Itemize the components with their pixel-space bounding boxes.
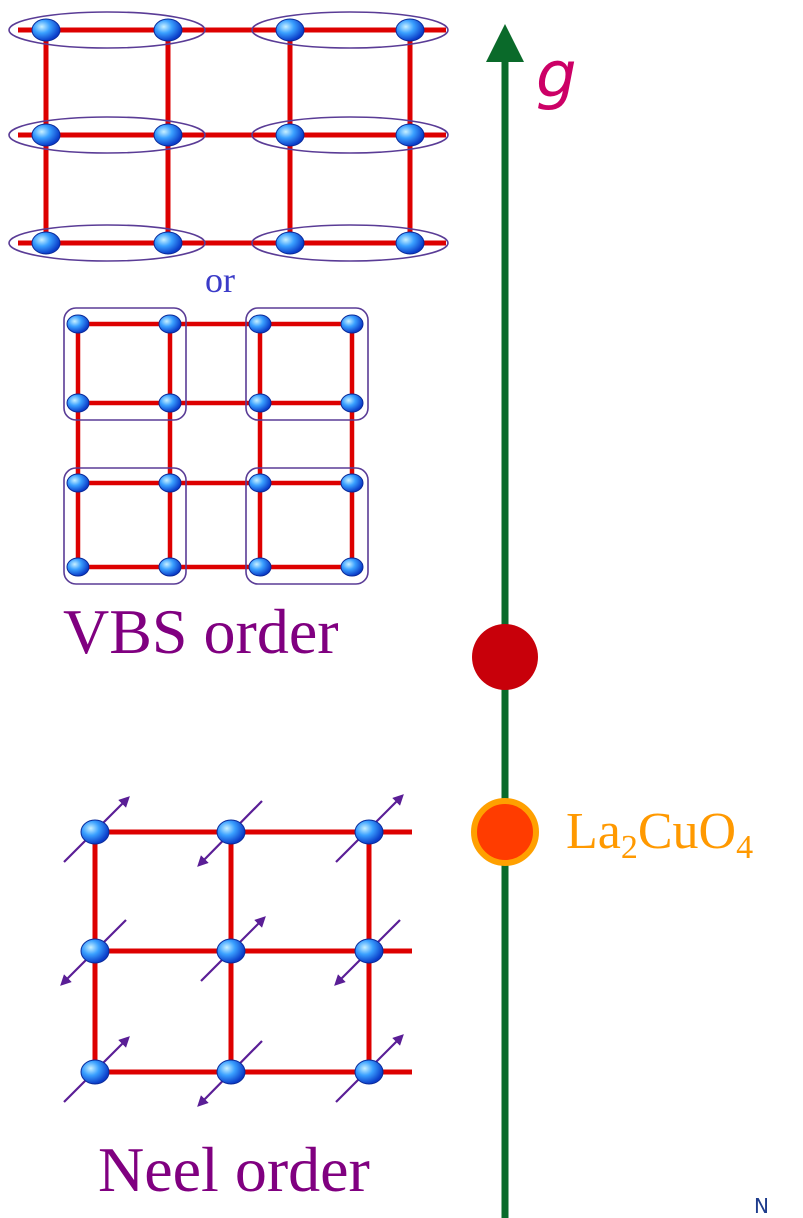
la2cuo4-label-cuo: CuO <box>637 803 737 860</box>
singlet-pairs <box>8 11 449 262</box>
la2cuo4-label-la: La <box>566 803 621 860</box>
vbs-plaquette-lattice <box>63 307 369 585</box>
plaquette-bonds <box>75 321 355 570</box>
plaquette-sites <box>66 314 364 577</box>
critical-point <box>472 624 538 690</box>
neel-lattice <box>60 794 412 1107</box>
lattice-bonds <box>18 27 446 246</box>
vbs-order-label: VBS order <box>63 596 339 667</box>
neel-order-label: Neel order <box>98 1134 370 1205</box>
la2cuo4-label-sub-4: 4 <box>736 829 754 866</box>
g-axis <box>471 24 539 1218</box>
g-axis-label: g <box>536 39 577 113</box>
la2cuo4-point <box>471 798 539 866</box>
la2cuo4-label-sub-2: 2 <box>620 829 638 866</box>
plaquette-outlines <box>63 307 369 585</box>
neel-sites <box>80 819 384 1085</box>
vbs-columnar-lattice <box>8 11 449 262</box>
la2cuo4-label: La2CuO4 <box>566 803 753 865</box>
lattice-sites <box>31 18 425 255</box>
or-label: or <box>205 260 235 300</box>
g-axis-arrowhead <box>486 24 524 62</box>
corner-mark: N <box>754 1194 769 1218</box>
